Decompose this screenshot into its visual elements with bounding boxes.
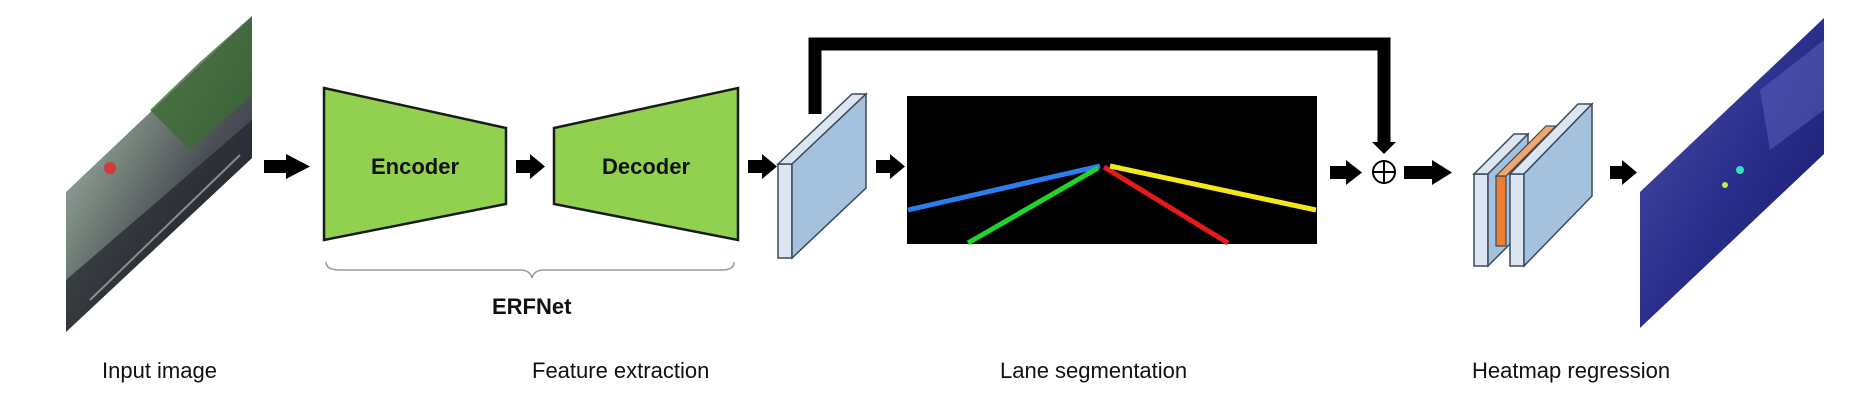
feature-map-block [776, 92, 868, 260]
input-image-label: Input image [102, 358, 217, 383]
heatmap-regression-label: Heatmap regression [1472, 358, 1671, 383]
add-operator-icon [1372, 160, 1396, 184]
arrow-decoder-to-features [748, 154, 777, 179]
skip-connection-line [808, 37, 1391, 146]
lane-segmentation-label: Lane segmentation [1000, 358, 1188, 383]
output-heatmap-image [1640, 18, 1824, 328]
encoder-block [322, 86, 508, 242]
heatmap-regression-block [1472, 102, 1594, 268]
encoder-label: Encoder [370, 154, 460, 179]
arrow-heatmap-block-to-output [1610, 160, 1637, 185]
feature-extraction-label: Feature extraction [532, 358, 710, 383]
input-image-thumbnail [66, 16, 252, 332]
decoder-block [552, 86, 740, 242]
arrow-add-to-heatmap-block [1404, 160, 1452, 185]
lane-segmentation-image [907, 96, 1317, 246]
arrow-features-to-segmentation [876, 154, 905, 179]
arrow-segmentation-to-add [1330, 160, 1362, 185]
skip-connection-arrowhead [1372, 142, 1396, 154]
decoder-label: Decoder [601, 154, 691, 179]
erfnet-label: ERFNet [492, 294, 572, 319]
arrow-input-to-encoder [264, 154, 310, 179]
erfnet-brace [325, 261, 735, 279]
arrow-encoder-to-decoder [516, 154, 545, 179]
